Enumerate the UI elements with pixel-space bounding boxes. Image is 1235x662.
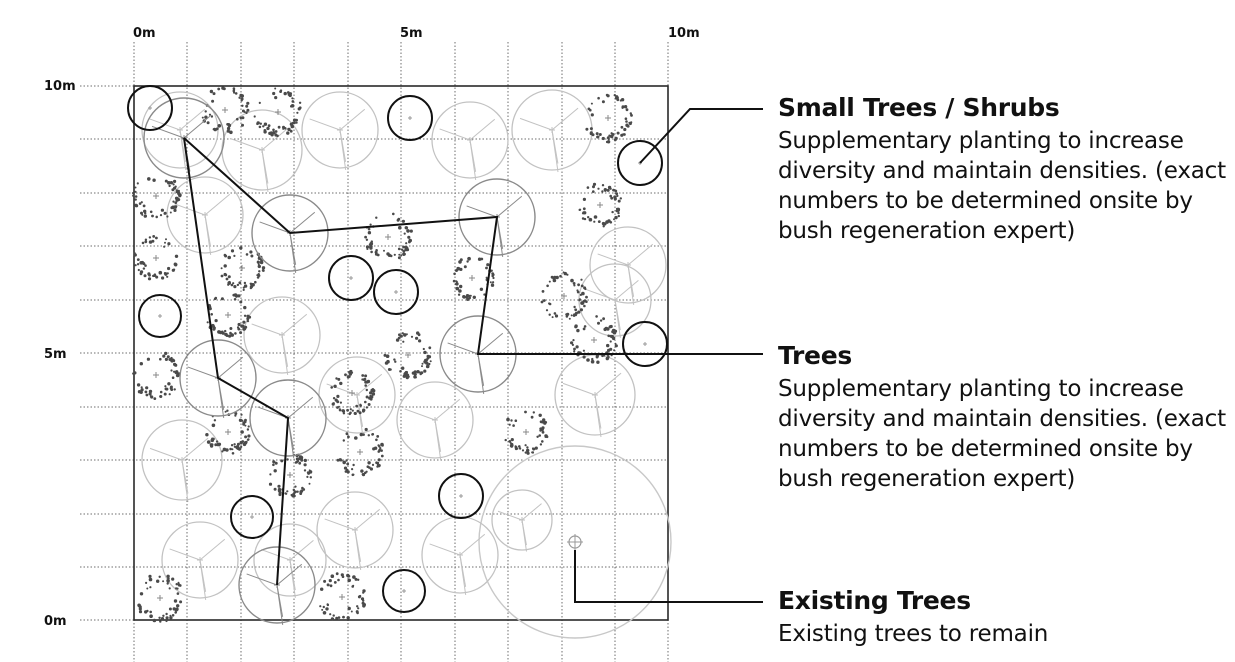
- shrub-stipple-icon: [201, 86, 250, 135]
- shrub-stipple-icon: [253, 87, 302, 138]
- trees-connector-line: [183, 137, 668, 355]
- shrub-stipple-icon: [336, 427, 384, 477]
- light-tree-canopy-icon: [316, 491, 394, 570]
- tree-canopies: [143, 97, 536, 625]
- y-axis-label-10m: 10m: [44, 79, 76, 94]
- light-tree-canopy-icon: [318, 356, 396, 435]
- small-tree-markers: [127, 85, 668, 613]
- light-tree-canopy-icon: [221, 109, 303, 193]
- tree-canopy-icon: [179, 339, 257, 418]
- legend-trees-description: Supplementary planting to increase diver…: [778, 376, 1226, 492]
- small-tree-marker-icon: [438, 473, 484, 519]
- legend-existing-trees: Existing Trees Existing trees to remain: [778, 585, 1235, 649]
- shrub-stipple-icon: [383, 331, 432, 380]
- light-tree-canopy-icon: [166, 176, 244, 255]
- small-tree-marker-icon: [382, 569, 426, 613]
- existing-tree: [478, 445, 672, 639]
- small-trees-leader-line: [639, 108, 763, 164]
- light-tree-canopy-icon: [141, 419, 223, 503]
- shrub-stipple-icon: [132, 351, 181, 400]
- small-tree-marker-icon: [138, 294, 182, 338]
- shrub-stipple-icon: [540, 271, 588, 320]
- legend-trees-title: Trees: [778, 341, 852, 370]
- light-tree-canopy-icon: [243, 296, 321, 375]
- shrub-stipple-icon: [137, 574, 183, 623]
- light-tree-canopy-icon: [491, 489, 553, 552]
- x-axis-label-10m: 10m: [668, 26, 700, 41]
- legend-existing-trees-description: Existing trees to remain: [778, 621, 1049, 647]
- legend-small-trees-title: Small Trees / Shrubs: [778, 93, 1060, 122]
- legend-small-trees-description: Supplementary planting to increase diver…: [778, 128, 1226, 244]
- x-axis-label-0m: 0m: [133, 26, 156, 41]
- x-axis-label-5m: 5m: [400, 26, 423, 41]
- shrub-stipple-icon: [205, 409, 251, 455]
- small-tree-marker-icon: [230, 495, 274, 539]
- shrub-stipple-icon: [220, 246, 266, 291]
- light-tree-canopy-icon: [253, 523, 327, 598]
- shrub-stipple-icon: [132, 177, 182, 219]
- light-tree-canopy-icon: [431, 101, 509, 180]
- light-tree-canopies: [141, 89, 667, 600]
- shrub-stipple-icon: [570, 315, 618, 364]
- light-tree-canopy-icon: [589, 226, 667, 305]
- light-tree-canopy-icon: [554, 354, 636, 438]
- shrub-stipple-icon: [206, 293, 252, 338]
- existing-trees-leader-line: [574, 550, 763, 603]
- legend-trees: Trees Supplementary planting to increase…: [778, 340, 1235, 494]
- shrub-stipple-icon: [330, 369, 376, 416]
- light-tree-canopy-icon: [421, 516, 499, 595]
- small-tree-marker-icon: [373, 269, 419, 315]
- y-axis-label-5m: 5m: [44, 347, 67, 362]
- light-tree-canopy-icon: [161, 521, 239, 600]
- y-axis-label-0m: 0m: [44, 614, 67, 629]
- light-tree-canopy-icon: [396, 381, 474, 460]
- shrub-clusters: [132, 86, 633, 623]
- small-tree-marker-icon: [387, 95, 433, 141]
- legend-small-trees: Small Trees / Shrubs Supplementary plant…: [778, 92, 1235, 246]
- tree-canopy-icon: [238, 546, 316, 625]
- small-tree-marker-icon: [328, 255, 374, 301]
- light-tree-canopy-icon: [511, 89, 593, 173]
- shrub-stipple-icon: [364, 212, 413, 260]
- tree-canopy-icon: [251, 194, 329, 273]
- light-tree-canopy-icon: [301, 91, 379, 170]
- shrub-stipple-icon: [268, 453, 313, 498]
- small-tree-marker-icon: [127, 85, 173, 131]
- trees-connector-line-lower: [183, 137, 290, 586]
- shrub-stipple-icon: [578, 182, 622, 228]
- small-tree-marker-icon: [622, 321, 668, 367]
- shrub-stipple-icon: [504, 410, 549, 455]
- legend-existing-trees-title: Existing Trees: [778, 586, 971, 615]
- shrub-stipple-icon: [319, 572, 366, 621]
- shrub-stipple-icon: [133, 235, 179, 281]
- shrub-stipple-icon: [585, 93, 633, 144]
